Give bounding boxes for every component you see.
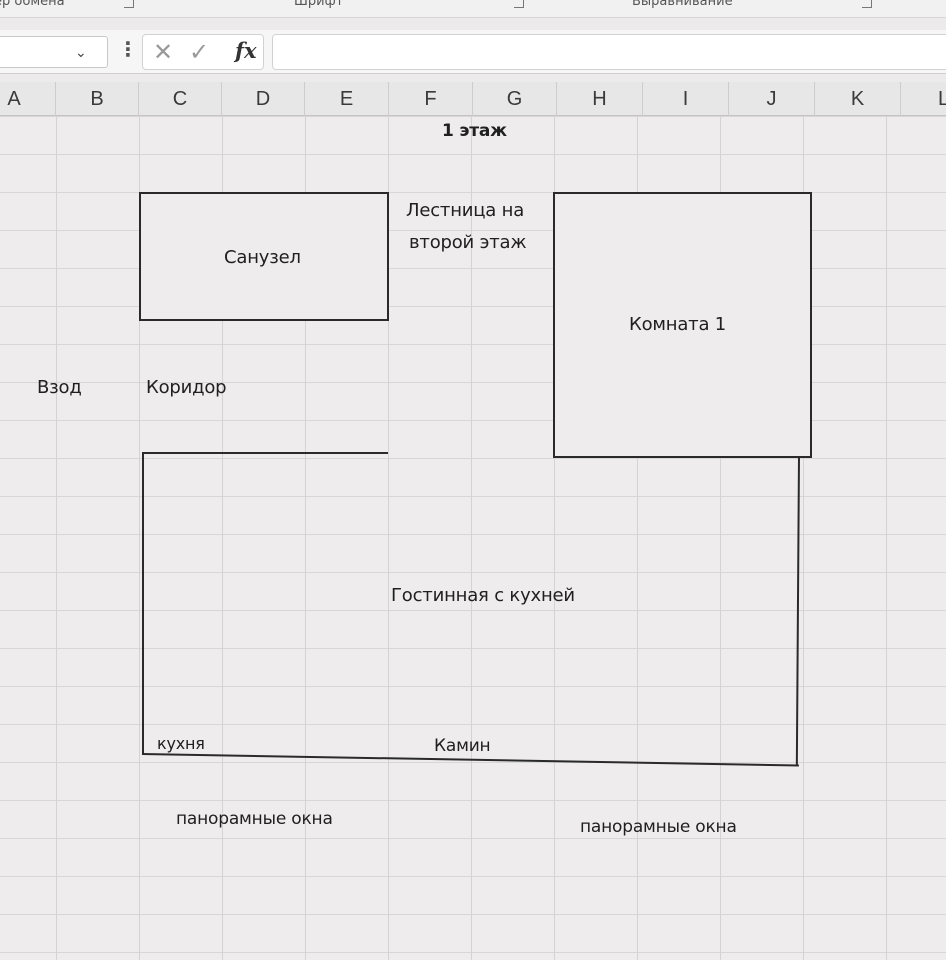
chevron-down-icon[interactable]: ⌄	[75, 45, 87, 61]
formula-input[interactable]	[272, 34, 946, 70]
bathroom-label[interactable]: Санузел	[224, 247, 301, 268]
insert-function-fx-icon[interactable]: fx	[235, 38, 257, 63]
cancel-x-icon[interactable]: ✕	[153, 38, 174, 66]
living-top-border	[142, 452, 388, 454]
name-box[interactable]: ⌄	[0, 36, 108, 68]
column-header-k[interactable]: K	[815, 82, 901, 116]
formula-bar: ⌄ ⋮ ✕ ✓ fx	[0, 30, 946, 74]
column-header-c[interactable]: C	[139, 82, 222, 116]
ribbon-group-clipboard: ер обмена	[0, 0, 65, 9]
column-header-e[interactable]: E	[305, 82, 389, 116]
kitchen-label[interactable]: кухня	[157, 734, 205, 753]
formula-buttons: ✕ ✓ fx	[142, 34, 264, 70]
column-header-d[interactable]: D	[222, 82, 305, 116]
column-header-l[interactable]: L	[901, 82, 946, 116]
entrance-label[interactable]: Взод	[37, 377, 82, 398]
living-kitchen-label[interactable]: Гостинная с кухней	[391, 585, 575, 606]
bathroom-border	[139, 192, 389, 321]
panoramic-windows-left[interactable]: панорамные окна	[176, 809, 333, 829]
floor-title[interactable]: 1 этаж	[442, 121, 507, 141]
column-header-a[interactable]: A	[0, 82, 56, 116]
living-left-border	[142, 452, 144, 755]
ribbon-group-alignment: Выравнивание	[632, 0, 733, 9]
enter-check-icon[interactable]: ✓	[189, 38, 210, 66]
fireplace-label[interactable]: Камин	[434, 736, 491, 756]
room1-border	[553, 192, 812, 458]
stairs-label-line2[interactable]: второй этаж	[409, 232, 527, 253]
room1-label[interactable]: Комната 1	[629, 314, 727, 335]
column-header-f[interactable]: F	[389, 82, 473, 116]
ribbon-group-font: Шрифт	[294, 0, 344, 9]
more-options-icon[interactable]: ⋮	[118, 37, 138, 61]
column-header-b[interactable]: B	[56, 82, 139, 116]
column-header-g[interactable]: G	[473, 82, 557, 116]
ribbon-group-labels: ер обмена Шрифт Выравнивание	[0, 0, 946, 18]
column-headers: A B C D E F G H I J K L	[0, 82, 946, 116]
stairs-label-line1[interactable]: Лестница на	[406, 200, 525, 221]
clipboard-launcher-icon[interactable]	[124, 0, 134, 8]
column-header-i[interactable]: I	[643, 82, 729, 116]
font-launcher-icon[interactable]	[514, 0, 524, 8]
column-header-j[interactable]: J	[729, 82, 815, 116]
corridor-label[interactable]: Коридор	[146, 377, 227, 398]
panoramic-windows-right[interactable]: панорамные окна	[580, 817, 737, 837]
alignment-launcher-icon[interactable]	[862, 0, 872, 8]
column-header-h[interactable]: H	[557, 82, 643, 116]
